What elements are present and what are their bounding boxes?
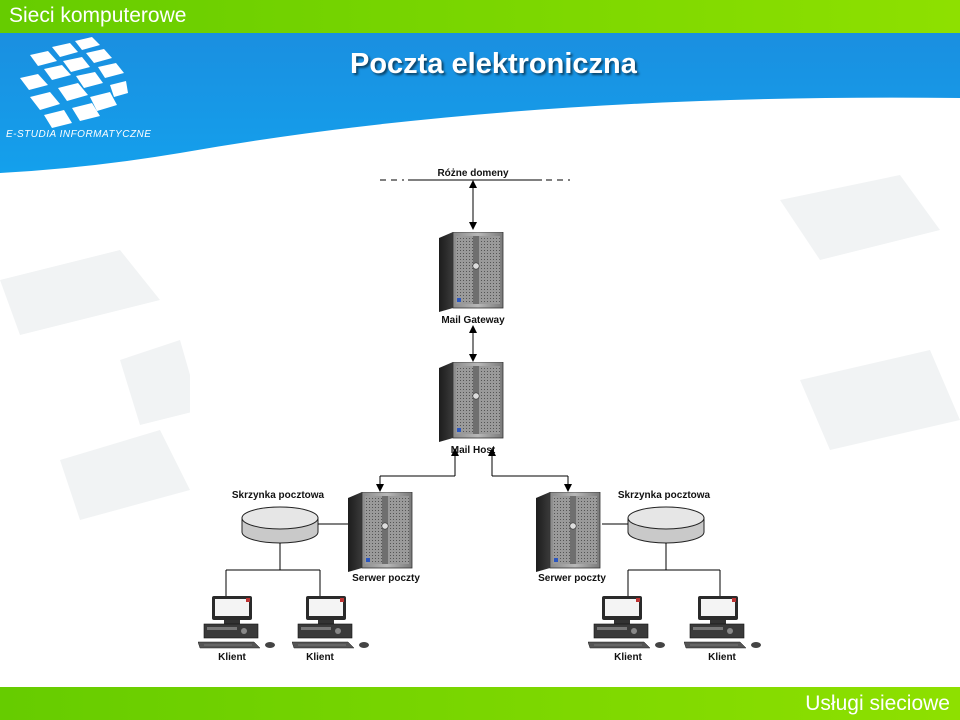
diagram-canvas: Różne domeny Mail Gateway Mail Host Skrz… [198,168,762,663]
client-computer-icon [588,596,666,649]
mailbox-disk-icon [627,506,705,544]
slide-header: Poczta elektroniczna [0,33,960,173]
server-tower-icon [348,492,413,572]
page-title: Poczta elektroniczna [350,48,637,80]
client-label: Klient [708,652,736,663]
mail-network-diagram: Różne domeny Mail Gateway Mail Host Skrz… [190,160,780,670]
background-watermark [0,175,960,520]
mailbox-left-label: Skrzynka pocztowa [232,490,325,501]
client-computer-icon [198,596,276,649]
logo-grid-icon [20,37,128,128]
client-label: Klient [614,652,642,663]
server-tower-icon [439,362,504,442]
server-left-label: Serwer poczty [352,573,420,584]
client-label: Klient [218,652,246,663]
brand-text: E-STUDIA INFORMATYCZNE [6,129,152,140]
mailbox-right-label: Skrzynka pocztowa [618,490,711,501]
server-tower-icon [439,232,504,312]
client-computer-icon [684,596,762,649]
domains-label: Różne domeny [437,168,509,179]
section-title: Usługi sieciowe [805,692,950,715]
server-tower-icon [536,492,601,572]
header-background [0,33,960,173]
course-title: Sieci komputerowe [9,4,187,27]
bottom-bar: Usługi sieciowe [0,687,960,720]
gateway-label: Mail Gateway [441,315,505,326]
host-label: Mail Host [451,445,496,456]
server-right-label: Serwer poczty [538,573,606,584]
client-label: Klient [306,652,334,663]
client-computer-icon [292,596,370,649]
top-bar: Sieci komputerowe [0,0,960,33]
mailbox-disk-icon [241,506,319,544]
